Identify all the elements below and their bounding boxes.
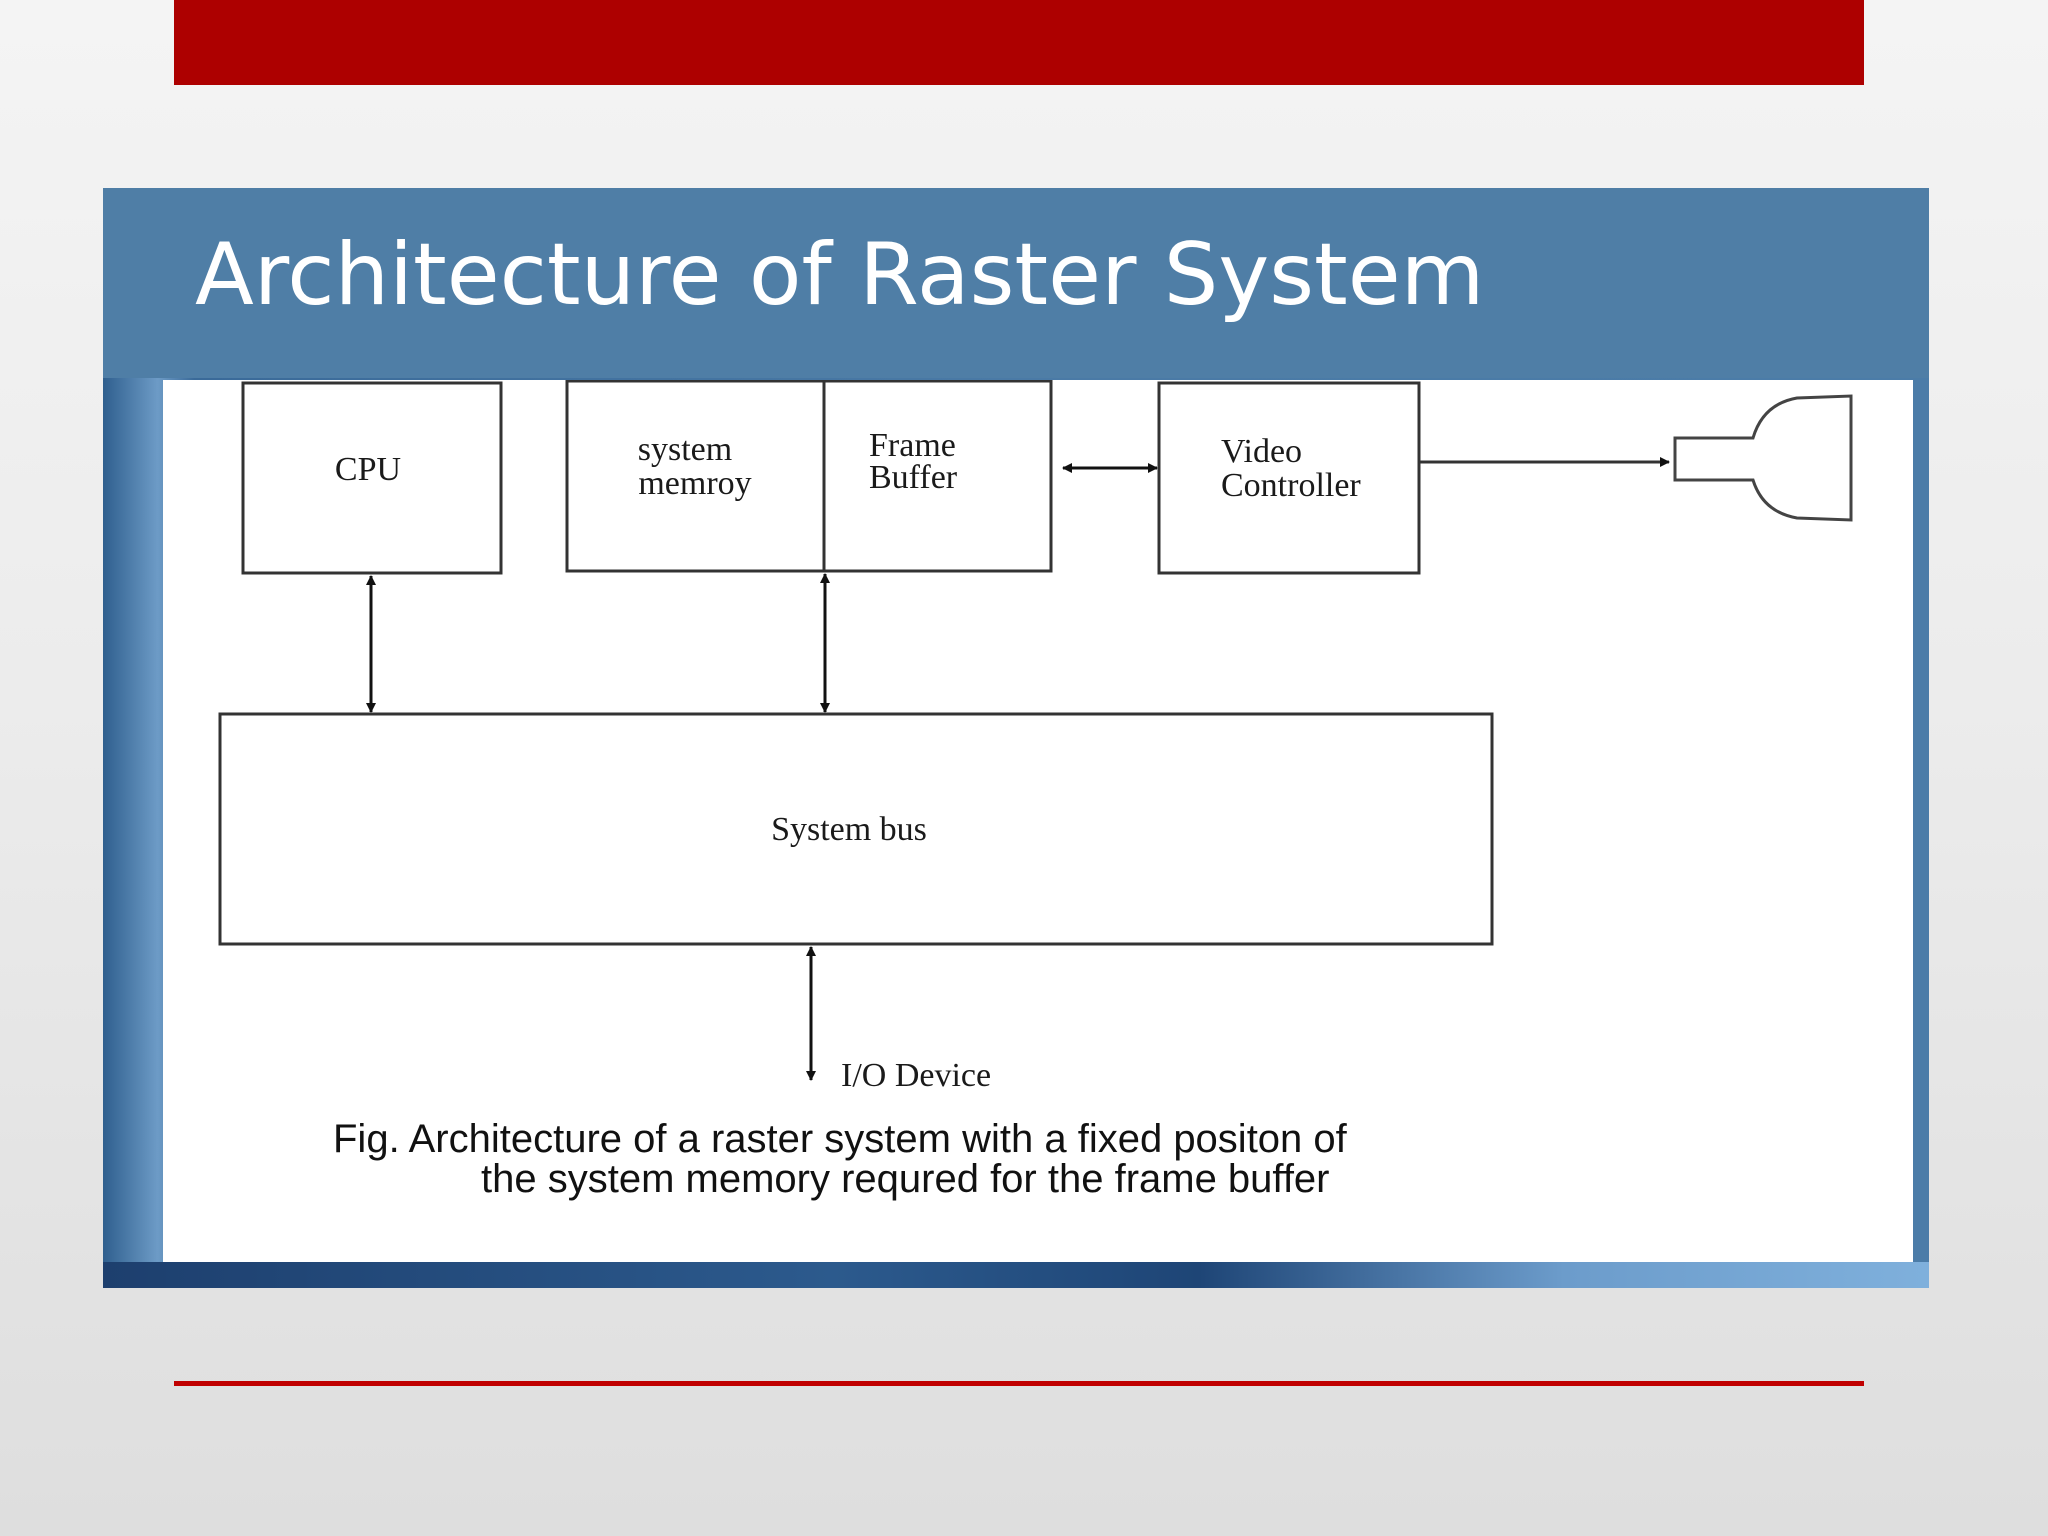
figure-caption-line1: Fig. Architecture of a raster system wit… [333, 1117, 1348, 1161]
bottom-decor-strip [103, 1262, 1929, 1288]
title-band: Architecture of Raster System [103, 188, 1929, 378]
video-controller-label-line2: Controller [1221, 467, 1361, 504]
monitor-icon [1673, 394, 1853, 522]
frame-buffer-label-line1: Frame [869, 427, 956, 464]
bottom-accent-rule [174, 1381, 1864, 1386]
diagram-panel: CPU system memroy Frame Buffer Video Con… [163, 380, 1913, 1262]
frame-buffer-label-line2: Buffer [869, 459, 958, 496]
io-device-label: I/O Device [841, 1057, 991, 1094]
cpu-label: CPU [335, 451, 401, 488]
system-bus-label: System bus [771, 811, 927, 848]
frame-buffer-box [822, 380, 1053, 573]
top-accent-bar [174, 0, 1864, 85]
video-controller-box [1157, 381, 1421, 575]
figure-caption-line2: the system memory requred for the frame … [481, 1157, 1330, 1201]
system-bus-box [218, 712, 1494, 946]
slide-title: Architecture of Raster System [195, 225, 1485, 325]
cpu-box [241, 381, 503, 575]
video-controller-label-line1: Video [1221, 433, 1302, 470]
raster-architecture-diagram: CPU system memroy Frame Buffer Video Con… [218, 380, 1853, 1201]
system-memory-label-line2: memroy [638, 465, 751, 502]
slide-frame: Architecture of Raster System CPU system… [103, 188, 1929, 1288]
system-memory-label-line1: system [638, 431, 732, 468]
